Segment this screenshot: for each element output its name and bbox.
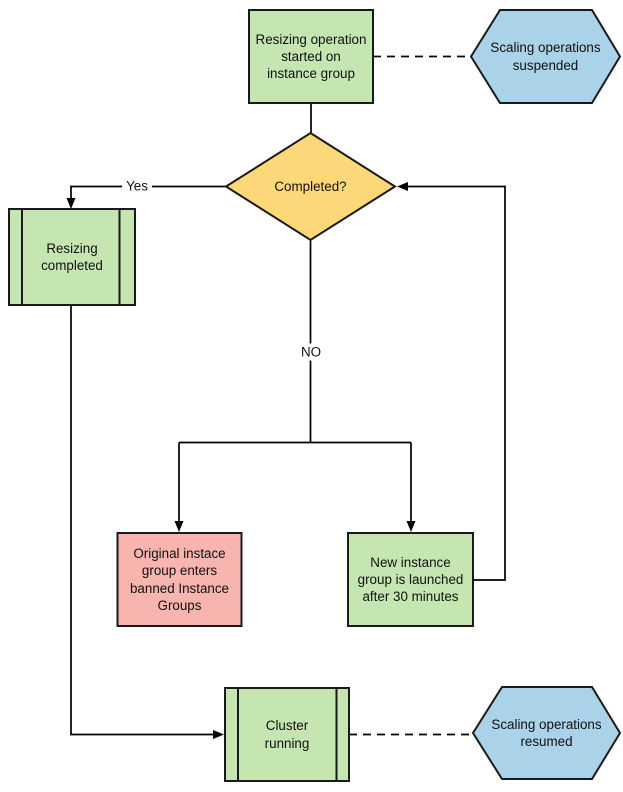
no-edge-label: NO [296,343,326,361]
suspended-hexagon-shape [469,9,622,104]
yes-edge-label: Yes [122,177,152,195]
decision-diamond-shape [224,131,397,242]
resumed-hexagon-shape [471,686,622,780]
cluster-running-shape [224,687,350,782]
connector-resizing-to-cluster [70,305,224,739]
connector-decision-yes [66,185,226,209]
start-process-shape [248,9,374,104]
connector-new-instance-loop [397,182,506,581]
resizing-completed-shape [8,208,136,306]
new-instance-shape [347,532,474,627]
banned-group-shape [116,532,243,627]
